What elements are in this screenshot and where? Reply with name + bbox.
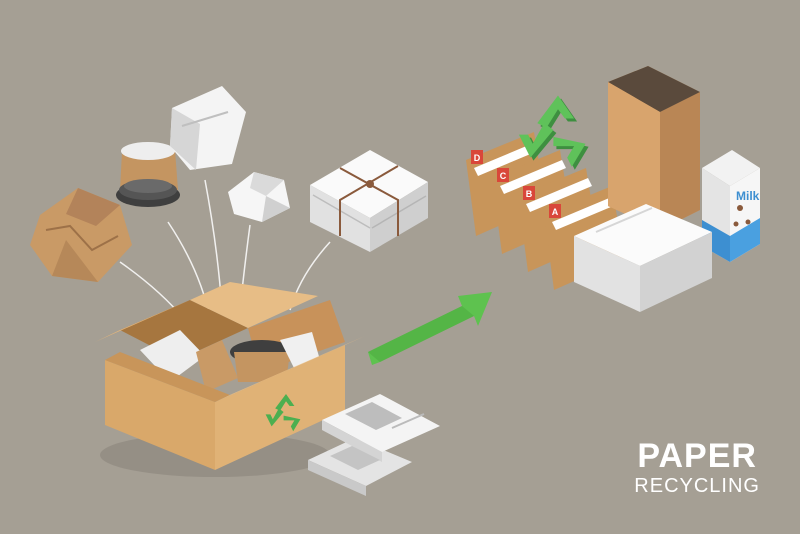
- paper-bag: [608, 66, 700, 230]
- binder-tab-label: C: [500, 171, 507, 181]
- process-arrow: [368, 292, 492, 365]
- folded-paper-stack-flying: [170, 86, 246, 170]
- paper-ream: [574, 204, 712, 312]
- binder-tab-label: B: [526, 189, 533, 199]
- title-block: PAPER RECYCLING: [634, 438, 760, 498]
- crumpled-white-paper: [228, 172, 290, 222]
- crumpled-brown-paper: [30, 188, 132, 282]
- title-main: PAPER: [637, 437, 757, 475]
- binder-tab-label: D: [474, 153, 481, 163]
- cardboard-recycling-box: [95, 282, 365, 477]
- title-sub: RECYCLING: [634, 475, 760, 497]
- tied-paper-bundle: [310, 150, 428, 252]
- coffee-cup-flying: [116, 142, 180, 207]
- carton-label: Milk: [736, 189, 760, 203]
- binder-tab-labels: D C B A: [474, 153, 559, 217]
- binder-tab-label: A: [552, 207, 559, 217]
- newspapers: [308, 394, 440, 496]
